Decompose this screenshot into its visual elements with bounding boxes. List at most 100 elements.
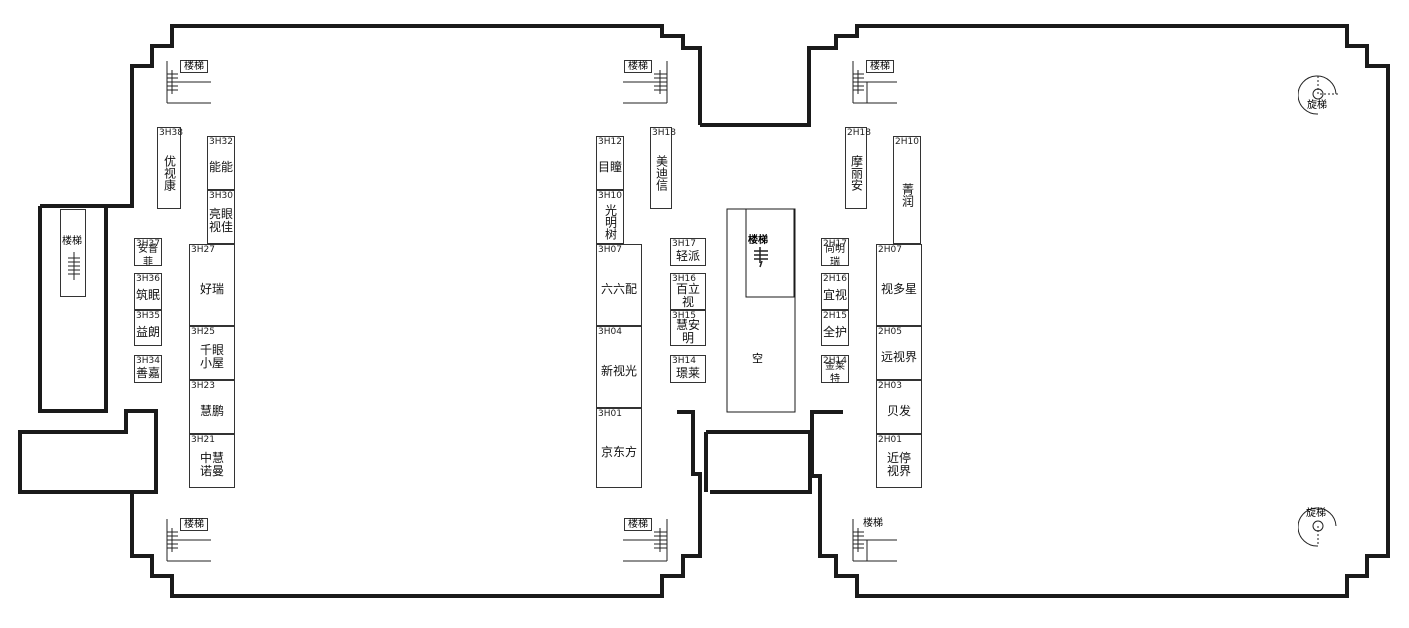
spiral-stair-label: 旋梯	[1306, 508, 1326, 519]
stall-code: 2H07	[878, 245, 902, 255]
stall-code: 2H14	[823, 356, 847, 366]
stall-3h10[interactable]: 3H10 光明树	[596, 190, 624, 244]
stall-code: 2H03	[878, 381, 902, 391]
stair-label: 楼梯	[180, 60, 208, 73]
stall-code: 3H14	[672, 356, 696, 366]
stall-code: 3H01	[598, 409, 622, 419]
stall-name: 亮眼 视佳	[208, 207, 233, 234]
stall-name: 远视界	[880, 349, 917, 364]
stall-code: 2H10	[895, 137, 919, 147]
stall-code: 3H30	[209, 191, 233, 201]
stall-code: 3H10	[598, 191, 622, 201]
stall-name: 美迪信	[654, 155, 669, 191]
stall-name: 筑眠	[135, 288, 160, 302]
stair-icon	[623, 519, 668, 562]
stall-code: 3H27	[191, 245, 215, 255]
stall-code: 2H16	[823, 274, 847, 284]
stall-name: 京东方	[600, 444, 637, 459]
stall-3h01[interactable]: 3H01 京东方	[596, 408, 642, 488]
stair-icon	[852, 61, 897, 104]
stall-code: 3H32	[209, 137, 233, 147]
stall-name: 慧安明	[675, 318, 700, 345]
stall-3h32[interactable]: 3H32 能能	[207, 136, 235, 190]
stall-code: 3H38	[159, 128, 183, 138]
stall-name: 菁润	[900, 183, 915, 207]
stall-name: 千眼 小屋	[199, 343, 224, 370]
stall-code: 3H23	[191, 381, 215, 391]
stair-icon	[852, 519, 897, 562]
stair-icon	[623, 61, 668, 104]
stall-code: 2H01	[878, 435, 902, 445]
stall-name: 轻派	[675, 248, 700, 263]
stair-top-left: 楼梯	[166, 60, 212, 104]
stall-code: 3H25	[191, 327, 215, 337]
stall-2h10[interactable]: 2H10 菁润	[893, 136, 921, 244]
stall-name: 六六配	[600, 281, 637, 296]
stair-center: 楼梯	[746, 209, 794, 297]
stall-code: 3H35	[136, 311, 160, 321]
stall-name: 贝发	[886, 403, 911, 418]
stall-3h27[interactable]: 3H27 好瑞	[189, 244, 235, 326]
spiral-stair-icon	[1297, 507, 1337, 547]
stair-left-side: 楼梯	[60, 209, 86, 297]
stall-name: 目瞳	[597, 159, 622, 174]
stall-3h18[interactable]: 3H18 美迪信	[650, 127, 676, 209]
spiral-stair-top: 旋梯	[1297, 74, 1338, 115]
stall-code: 2H15	[823, 311, 847, 321]
stall-code: 3H15	[672, 311, 696, 321]
stair-bottom-left: 楼梯	[166, 518, 212, 562]
stall-name: 新视光	[600, 363, 637, 378]
stall-2h03[interactable]: 2H03 贝发	[876, 380, 922, 434]
stall-code: 3H17	[672, 239, 696, 249]
stall-name: 光明树	[603, 204, 618, 240]
stall-2h07[interactable]: 2H07 视多星	[876, 244, 922, 326]
stall-name: 视多星	[880, 281, 917, 296]
stair-icon	[166, 519, 211, 562]
stair-top-center: 楼梯	[622, 60, 668, 104]
stall-3h30[interactable]: 3H30 亮眼 视佳	[207, 190, 235, 244]
stall-name: 善嘉	[135, 365, 160, 380]
stair-icon	[754, 247, 768, 268]
stair-label: 楼梯	[62, 236, 82, 247]
stair-label: 楼梯	[866, 60, 894, 73]
stall-code: 3H12	[598, 137, 622, 147]
stall-name: 金莱特	[825, 361, 845, 385]
stall-code: 2H05	[878, 327, 902, 337]
stair-label: 楼梯	[624, 60, 652, 73]
stall-name: 百立视	[675, 281, 700, 309]
stall-name: 能能	[208, 159, 233, 174]
stair-bottom-center: 楼梯	[622, 518, 668, 562]
stall-name: 安普菲	[138, 244, 158, 268]
stall-name: 摩丽安	[849, 155, 864, 191]
stair-icon	[166, 61, 211, 104]
stall-name: 好瑞	[199, 281, 224, 296]
stall-3h25[interactable]: 3H25 千眼 小屋	[189, 326, 235, 380]
stall-code: 2H17	[823, 239, 847, 249]
stair-label: 楼梯	[624, 518, 652, 531]
stall-2h05[interactable]: 2H05 远视界	[876, 326, 922, 380]
spiral-stair-label: 旋梯	[1307, 100, 1327, 111]
stair-label: 楼梯	[180, 518, 208, 531]
stall-code: 3H18	[652, 128, 676, 138]
stall-3h12[interactable]: 3H12 目瞳	[596, 136, 624, 190]
